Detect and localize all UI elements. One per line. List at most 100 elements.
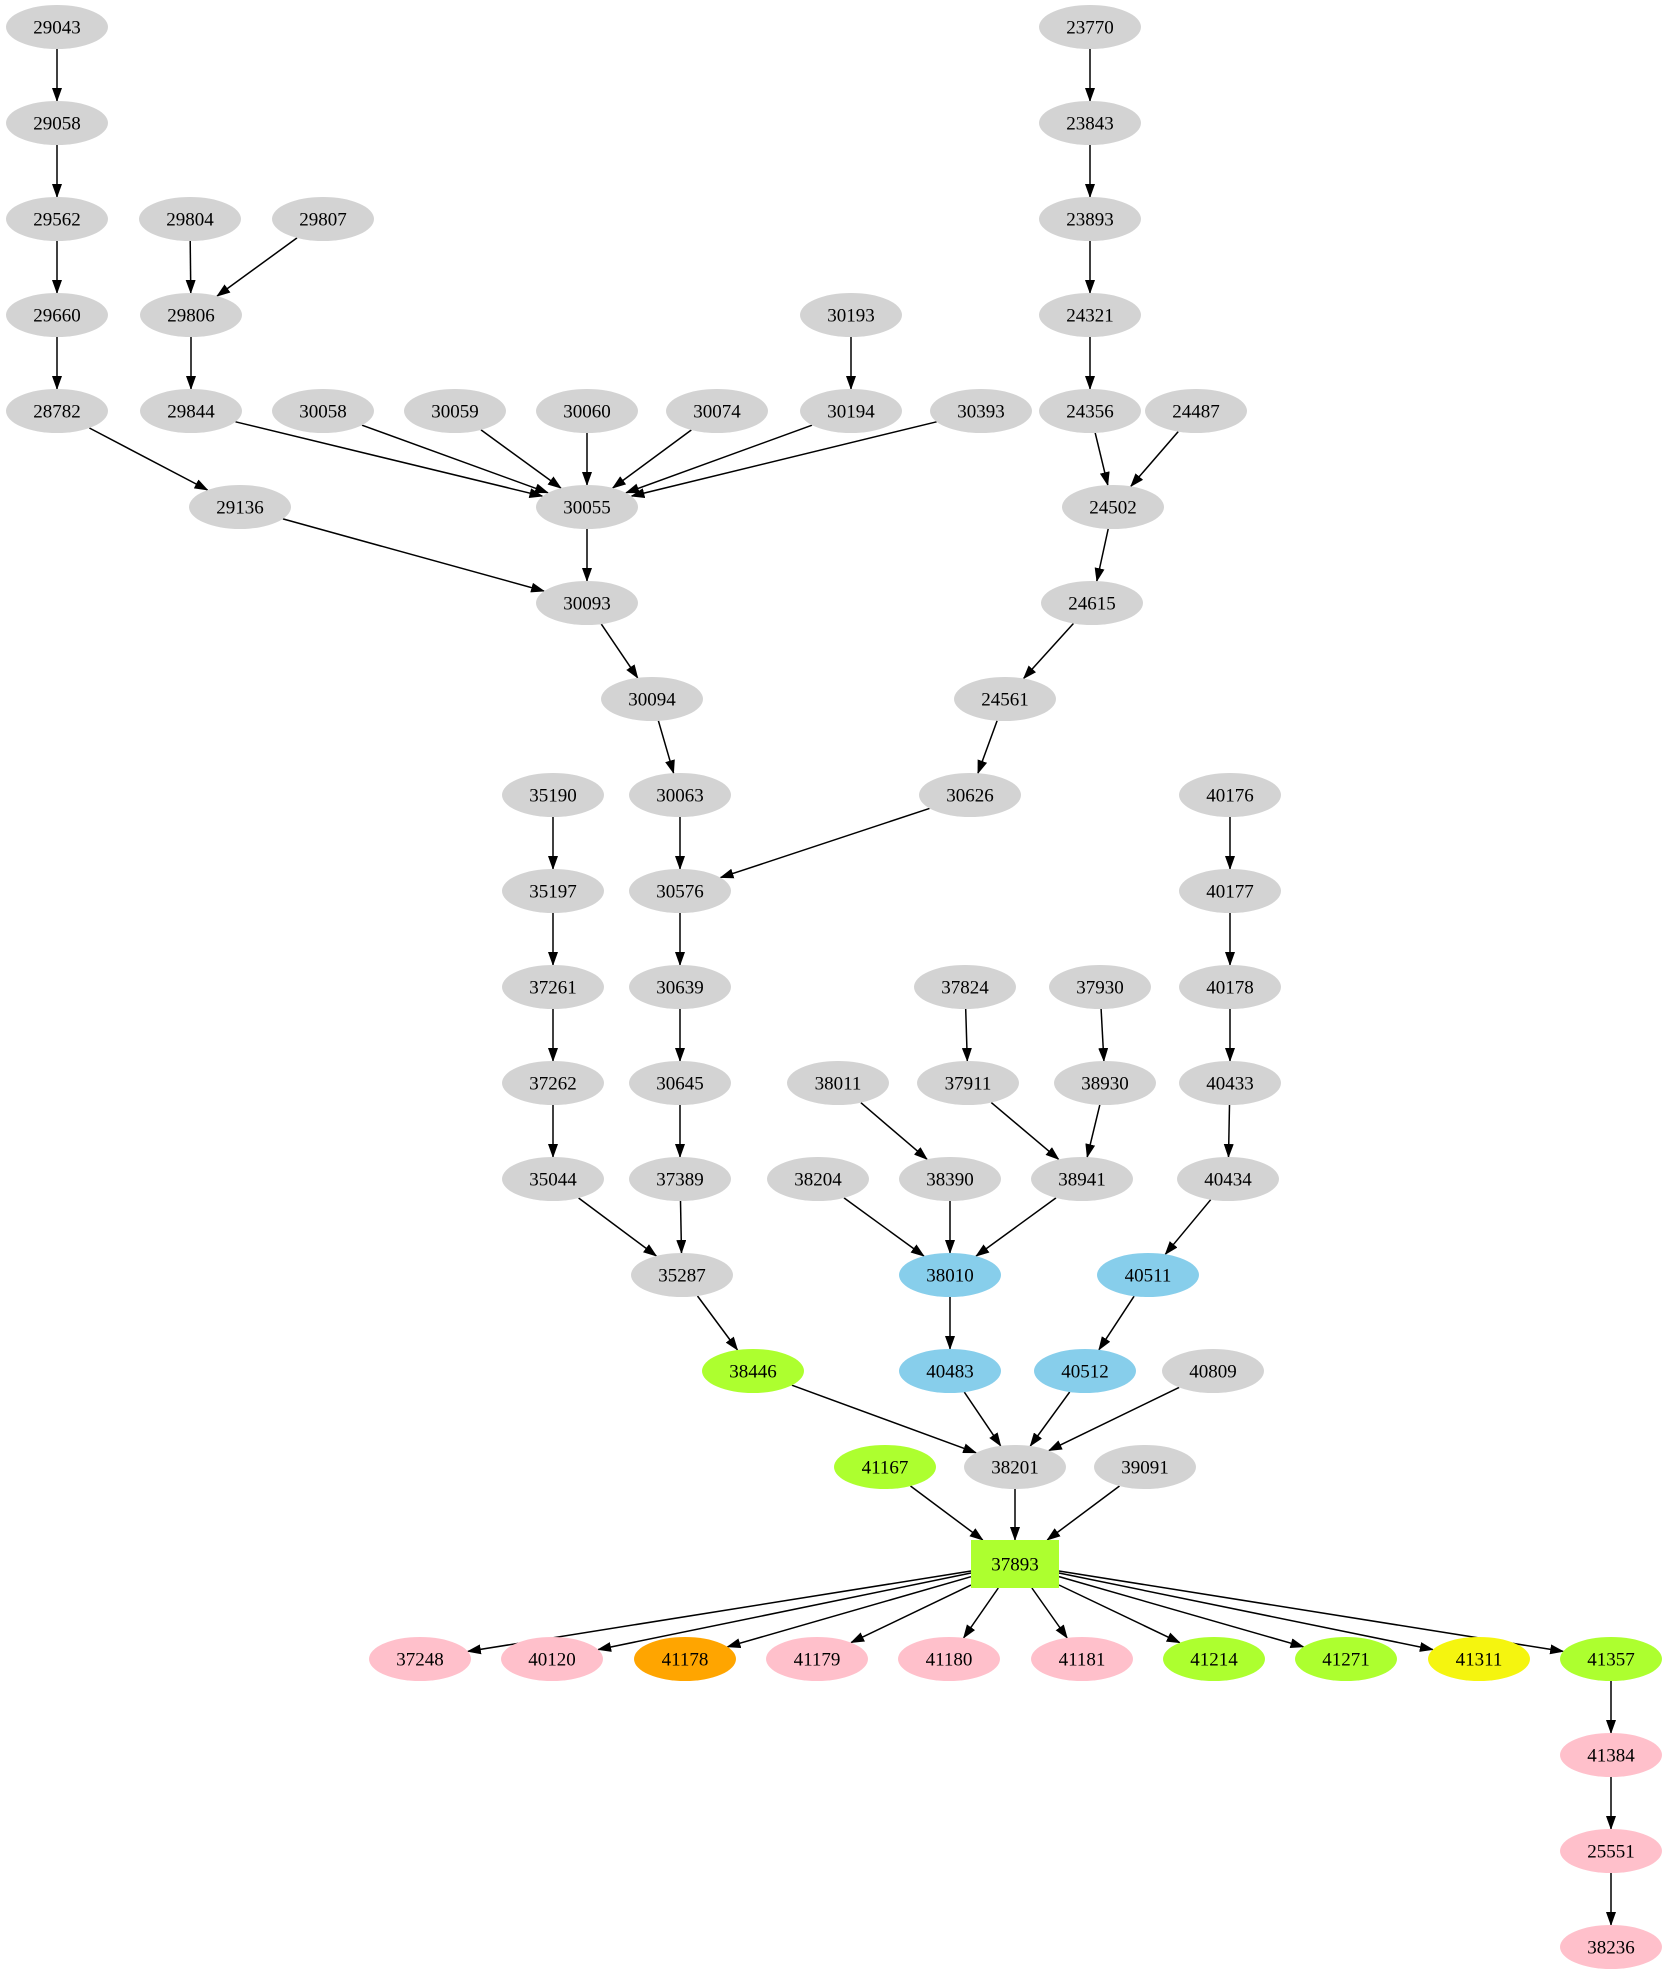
node-ellipse-37248 (369, 1637, 471, 1681)
edge-30094-30063 (657, 720, 675, 775)
edge-38930-38941 (1085, 1104, 1101, 1159)
node-label-30193: 30193 (827, 305, 875, 326)
node-label-30576: 30576 (656, 881, 704, 902)
node-41180: 41180 (898, 1637, 1000, 1681)
edge-30058-30055 (361, 424, 549, 494)
node-30074: 30074 (666, 389, 768, 433)
node-30194: 30194 (800, 389, 902, 433)
node-30093: 30093 (536, 581, 638, 625)
node-label-41179: 41179 (794, 1649, 841, 1670)
node-label-30626: 30626 (946, 785, 994, 806)
node-label-37911: 37911 (945, 1073, 992, 1094)
node-37248: 37248 (369, 1637, 471, 1681)
edge-30074-30055 (611, 429, 692, 489)
node-ellipse-30093 (536, 581, 638, 625)
edge-37893-41214 (1058, 1584, 1181, 1644)
node-ellipse-24321 (1039, 293, 1141, 337)
node-30645: 30645 (629, 1061, 731, 1105)
node-ellipse-37911 (917, 1061, 1019, 1105)
node-ellipse-29136 (189, 485, 291, 529)
node-ellipse-30060 (536, 389, 638, 433)
node-ellipse-29058 (6, 101, 108, 145)
edge-35287-38446 (696, 1295, 739, 1351)
node-40433: 40433 (1179, 1061, 1281, 1105)
node-ellipse-35044 (502, 1157, 604, 1201)
node-label-24487: 24487 (1172, 401, 1220, 422)
node-ellipse-29562 (6, 197, 108, 241)
node-29807: 29807 (272, 197, 374, 241)
node-label-40511: 40511 (1125, 1265, 1172, 1286)
node-ellipse-41181 (1031, 1637, 1133, 1681)
node-label-35287: 35287 (658, 1265, 706, 1286)
node-label-30194: 30194 (827, 401, 875, 422)
node-ellipse-38204 (767, 1157, 869, 1201)
node-ellipse-38201 (964, 1445, 1066, 1489)
node-label-30074: 30074 (693, 401, 741, 422)
node-25551: 25551 (1560, 1829, 1662, 1873)
node-24356: 24356 (1039, 389, 1141, 433)
node-label-30058: 30058 (299, 401, 347, 422)
node-label-29136: 29136 (216, 497, 264, 518)
node-label-30060: 30060 (563, 401, 611, 422)
node-40176: 40176 (1179, 773, 1281, 817)
node-ellipse-37824 (914, 965, 1016, 1009)
edge-37930-38930 (1098, 1008, 1109, 1062)
node-label-29660: 29660 (33, 305, 81, 326)
node-label-37893: 37893 (991, 1554, 1039, 1575)
node-30060: 30060 (536, 389, 638, 433)
node-label-30063: 30063 (656, 785, 704, 806)
edge-37893-41180 (962, 1587, 999, 1639)
node-ellipse-38010 (899, 1253, 1001, 1297)
node-41179: 41179 (766, 1637, 868, 1681)
node-label-30645: 30645 (656, 1073, 704, 1094)
node-38201: 38201 (964, 1445, 1066, 1489)
node-35044: 35044 (502, 1157, 604, 1201)
node-ellipse-23843 (1039, 101, 1141, 145)
node-39091: 39091 (1094, 1445, 1196, 1489)
node-label-38204: 38204 (794, 1169, 842, 1190)
node-label-35044: 35044 (529, 1169, 577, 1190)
node-ellipse-29807 (272, 197, 374, 241)
node-label-38930: 38930 (1081, 1073, 1129, 1094)
node-label-29804: 29804 (166, 209, 214, 230)
node-41214: 41214 (1163, 1637, 1265, 1681)
node-ellipse-24561 (954, 677, 1056, 721)
node-ellipse-23893 (1039, 197, 1141, 241)
node-24561: 24561 (954, 677, 1056, 721)
edge-37893-41311 (1058, 1572, 1434, 1652)
node-label-29807: 29807 (299, 209, 347, 230)
edge-35044-35287 (578, 1197, 658, 1257)
node-30094: 30094 (601, 677, 703, 721)
node-ellipse-30063 (629, 773, 731, 817)
node-30639: 30639 (629, 965, 731, 1009)
node-41181: 41181 (1031, 1637, 1133, 1681)
node-ellipse-30194 (800, 389, 902, 433)
node-38930: 38930 (1054, 1061, 1156, 1105)
node-label-40809: 40809 (1189, 1361, 1237, 1382)
node-label-41214: 41214 (1190, 1649, 1238, 1670)
node-label-24356: 24356 (1066, 401, 1114, 422)
node-label-37389: 37389 (656, 1169, 704, 1190)
node-30576: 30576 (629, 869, 731, 913)
node-29806: 29806 (140, 293, 242, 337)
edge-29136-30093 (282, 518, 546, 593)
node-label-40176: 40176 (1206, 785, 1254, 806)
node-ellipse-38011 (787, 1061, 889, 1105)
edge-29807-29806 (216, 237, 298, 297)
edge-39091-37893 (1046, 1485, 1120, 1541)
node-ellipse-41214 (1163, 1637, 1265, 1681)
node-label-30393: 30393 (957, 401, 1005, 422)
edge-38941-38010 (975, 1197, 1057, 1257)
node-ellipse-38930 (1054, 1061, 1156, 1105)
node-label-41181: 41181 (1059, 1649, 1106, 1670)
node-ellipse-35190 (502, 773, 604, 817)
node-label-38201: 38201 (991, 1457, 1039, 1478)
node-35197: 35197 (502, 869, 604, 913)
node-ellipse-38390 (899, 1157, 1001, 1201)
node-ellipse-29660 (6, 293, 108, 337)
node-41178: 41178 (634, 1637, 736, 1681)
node-label-40483: 40483 (926, 1361, 974, 1382)
edge-38446-38201 (791, 1384, 978, 1454)
